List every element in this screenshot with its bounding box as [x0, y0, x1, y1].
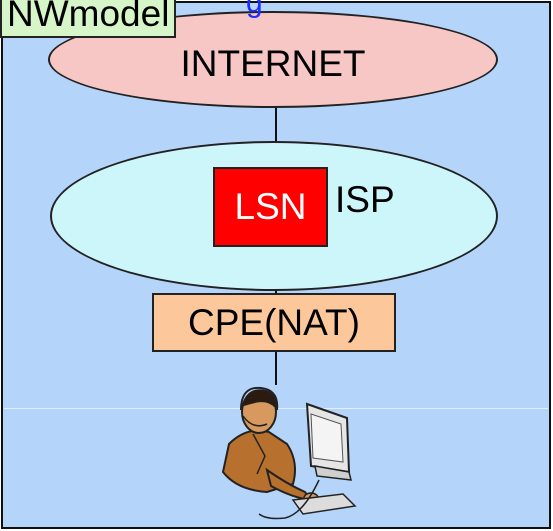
user-at-computer-icon	[221, 386, 357, 520]
link-fragment: g	[246, 0, 263, 19]
internet-label: INTERNET	[180, 42, 366, 84]
cpe-nat-node: CPE(NAT)	[152, 293, 396, 352]
lsn-node: LSN	[213, 167, 328, 247]
isp-label: ISP	[335, 179, 395, 220]
internet-node: INTERNET	[48, 11, 498, 108]
diagram-title: NWmodel	[0, 0, 177, 38]
